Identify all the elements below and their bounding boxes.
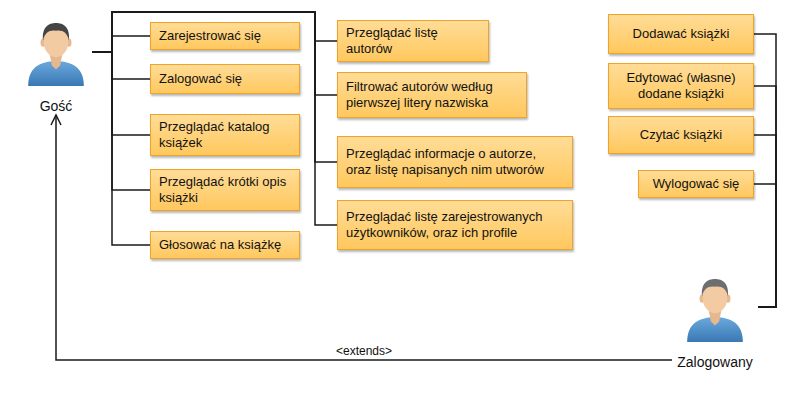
connector-line [92,52,150,190]
use-case-text: Zarejestrować się [159,28,261,44]
use-case-box: Czytać książki [608,116,754,154]
use-case-box: Zalogować się [150,64,300,94]
use-case-box: Dodawać książki [608,14,754,54]
connector-line [754,34,776,307]
use-case-box: Przeglądać listę zarejestrowanych użytko… [337,200,573,250]
connector-line [92,36,150,52]
connector [92,52,150,190]
connector-line [92,52,150,245]
actor-neck [50,55,62,69]
connector [92,12,337,95]
use-case-box: Zarejestrować się [150,22,300,50]
connector [92,12,337,225]
edge-label: <extends> [333,344,395,358]
connector-line [56,115,672,360]
use-case-text: Czytać książki [640,127,722,143]
use-case-text: Edytować (własne) dodane książki [617,70,745,102]
use-case-text: Przeglądać informacje o autorze, oraz li… [346,146,564,178]
connector [92,52,150,79]
use-case-box: Przeglądać katalog książek [150,114,300,156]
use-case-box: Przeglądać listę autorów [337,20,489,62]
connector-line [92,52,150,135]
connector [92,36,150,52]
connector-line [754,184,776,307]
use-case-text: Przeglądać krótki opis książki [159,174,291,206]
actor-hair [43,23,69,41]
connector [92,12,337,162]
use-case-text: Wylogować się [653,176,740,192]
connector [754,135,776,307]
use-case-text: Głosować na książkę [159,237,281,253]
connector [754,86,776,307]
connector-line [92,12,337,225]
actor: Gość [20,20,92,114]
connector-line [92,52,150,79]
connector-line [92,12,337,162]
use-case-box: Filtrować autorów według pierwszej liter… [337,72,527,118]
use-case-text: Dodawać książki [633,26,730,42]
connector [754,184,776,307]
connector-line [92,12,337,52]
use-case-text: Przeglądać listę autorów [346,25,480,57]
connector [92,52,150,135]
actor-name: Zalogowany [677,354,753,370]
actor-neck [709,311,721,325]
use-case-box: Wylogować się [638,170,754,198]
connector-line [754,135,776,307]
connector [754,34,776,307]
use-case-box: Edytować (własne) dodane książki [608,63,754,109]
connector [92,52,150,245]
use-case-text: Przeglądać katalog książek [159,119,291,151]
actor-hair [702,279,728,297]
use-case-box: Głosować na książkę [150,231,300,259]
actor-icon [684,276,746,342]
connector [92,12,337,52]
use-case-text: Przeglądać listę zarejestrowanych użytko… [346,209,564,241]
use-case-box: Przeglądać informacje o autorze, oraz li… [337,136,573,188]
actor-icon [25,20,87,86]
connector-line [754,86,776,307]
actor: Zalogowany [672,276,758,370]
use-case-text: Zalogować się [159,71,242,87]
actor-name: Gość [40,98,73,114]
arrowhead [51,115,61,125]
use-case-text: Filtrować autorów według pierwszej liter… [346,79,518,111]
connector-line [92,12,337,95]
use-case-box: Przeglądać krótki opis książki [150,169,300,211]
connector [51,115,672,360]
